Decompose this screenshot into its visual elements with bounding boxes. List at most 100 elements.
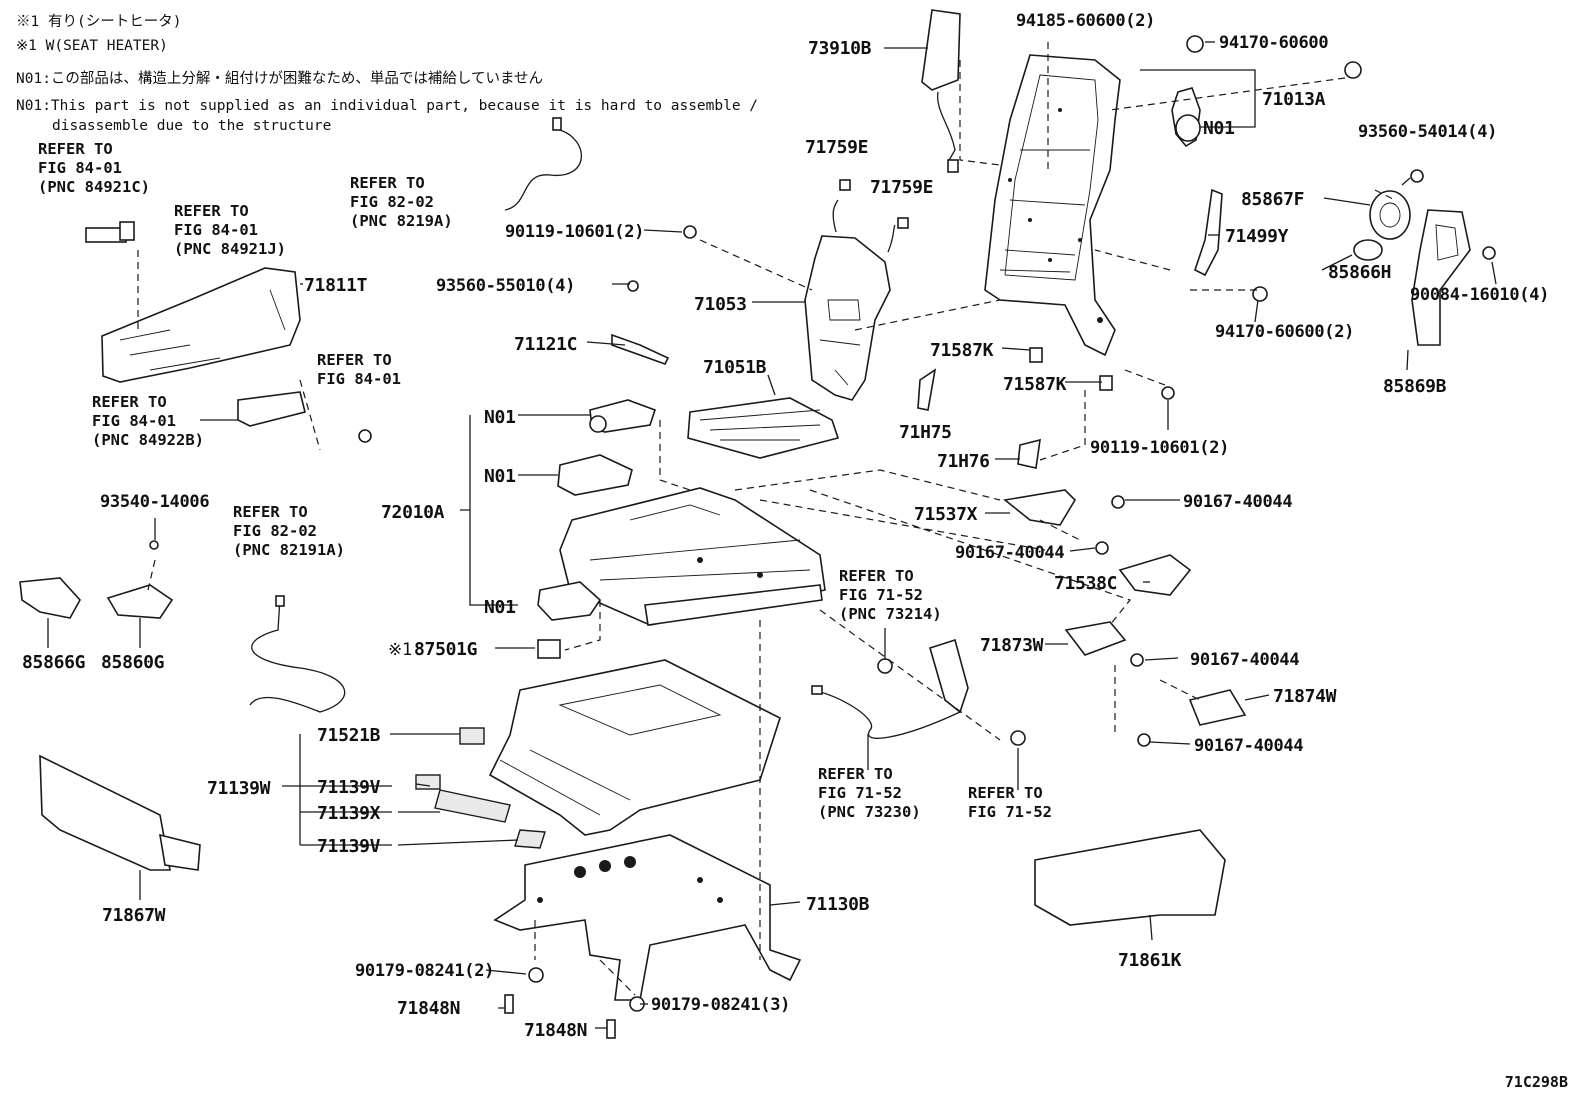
part-label-72010a[interactable]: 72010A (381, 502, 445, 523)
part-label-87501g[interactable]: 87501G (414, 639, 478, 660)
part-label-71121c[interactable]: 71121C (514, 334, 578, 355)
part-label-71538c[interactable]: 71538C (1054, 573, 1118, 594)
note-n01-en-line1: N01:This part is not supplied as an indi… (16, 98, 759, 114)
part-label-85866g[interactable]: 85866G (22, 652, 86, 673)
seat-heater-mark: ※1 (388, 640, 412, 660)
ref-pnc-73230[interactable]: REFER TO FIG 71-52 (PNC 73230) (818, 765, 921, 822)
ref-line: (PNC 84921C) (38, 178, 150, 196)
part-label-71537x[interactable]: 71537X (914, 504, 978, 525)
part-label-71051b[interactable]: 71051B (703, 357, 767, 378)
part-label-90167-40044-c[interactable]: 90167-40044 (1190, 650, 1300, 670)
side-panel-drawing (39, 754, 201, 871)
ref-line: FIG 71-52 (839, 586, 923, 604)
part-label-71013a[interactable]: 71013A (1262, 89, 1326, 110)
part-label-93560-55010[interactable]: 93560-55010(4) (436, 276, 576, 296)
ref-pnc-84922b[interactable]: REFER TO FIG 84-01 (PNC 84922B) (92, 393, 204, 450)
part-label-90119-10601-side[interactable]: 90119-10601(2) (1090, 438, 1230, 458)
sensor-harness-drawing (504, 117, 583, 211)
ref-pnc-73214[interactable]: REFER TO FIG 71-52 (PNC 73214) (839, 567, 942, 624)
part-label-n01-motor-1[interactable]: N01 (484, 407, 516, 428)
part-label-71053[interactable]: 71053 (694, 294, 747, 315)
part-label-71139w[interactable]: 71139W (207, 778, 271, 799)
part-label-n01-motor-3[interactable]: N01 (484, 597, 516, 618)
part-label-94170-60600-2[interactable]: 94170-60600(2) (1215, 322, 1355, 342)
seat-cushion-pan-drawing (415, 659, 781, 849)
part-label-71h75[interactable]: 71H75 (899, 422, 952, 443)
part-label-73910b[interactable]: 73910B (808, 38, 872, 59)
part-label-71139x[interactable]: 71139X (317, 803, 381, 824)
part-label-90179-08241-2[interactable]: 90179-08241(2) (355, 961, 495, 981)
note-heater-jp: ※1 有り(シートヒータ) (16, 14, 182, 30)
part-label-85869b[interactable]: 85869B (1383, 376, 1447, 397)
part-label-90119-10601-top[interactable]: 90119-10601(2) (505, 222, 645, 242)
ref-line: REFER TO (839, 567, 914, 585)
ref-line: FIG 84-01 (92, 412, 176, 430)
ref-fig-84-01[interactable]: REFER TO FIG 84-01 (317, 351, 401, 389)
part-label-71867w[interactable]: 71867W (102, 905, 166, 926)
part-label-85860g[interactable]: 85860G (101, 652, 165, 673)
ref-line: REFER TO (174, 202, 249, 220)
part-label-71139v-lower[interactable]: 71139V (317, 836, 381, 857)
part-label-85866h[interactable]: 85866H (1328, 262, 1392, 283)
note-n01-en-line2: disassemble due to the structure (52, 118, 332, 134)
part-label-90167-40044-a[interactable]: 90167-40044 (1183, 492, 1293, 512)
ref-line: FIG 71-52 (968, 803, 1052, 821)
ref-line: (PNC 73214) (839, 605, 942, 623)
ref-line: REFER TO (92, 393, 167, 411)
part-label-93560-54014[interactable]: 93560-54014(4) (1358, 122, 1498, 142)
part-label-71811t[interactable]: 71811T (304, 275, 368, 296)
part-label-71873w[interactable]: 71873W (980, 635, 1044, 656)
ref-pnc-84921j[interactable]: REFER TO FIG 84-01 (PNC 84921J) (174, 202, 286, 259)
ref-line: REFER TO (38, 140, 113, 158)
part-label-71587k-upper[interactable]: 71587K (930, 340, 994, 361)
part-label-94185-60600[interactable]: 94185-60600(2) (1016, 11, 1156, 31)
ref-line: FIG 84-01 (174, 221, 258, 239)
part-label-90084-16010[interactable]: 90084-16010(4) (1410, 285, 1550, 305)
ref-line: FIG 82-02 (350, 193, 434, 211)
part-label-71h76[interactable]: 71H76 (937, 451, 990, 472)
recliner-motor-drawing (1171, 87, 1201, 148)
ref-pnc-8219a[interactable]: REFER TO FIG 82-02 (PNC 8219A) (350, 174, 453, 231)
part-label-71587k-lower[interactable]: 71587K (1003, 374, 1067, 395)
ref-line: FIG 82-02 (233, 522, 317, 540)
part-label-90179-08241-3[interactable]: 90179-08241(3) (651, 995, 791, 1015)
part-label-90167-40044-d[interactable]: 90167-40044 (1194, 736, 1304, 756)
part-label-71499y[interactable]: 71499Y (1225, 226, 1289, 247)
part-label-n01-recliner[interactable]: N01 (1203, 118, 1235, 139)
part-label-71759e-left[interactable]: 71759E (805, 137, 869, 158)
ref-line: FIG 84-01 (38, 159, 122, 177)
part-label-71139v-upper[interactable]: 71139V (317, 777, 381, 798)
leader-lines (47, 41, 1497, 1029)
part-label-85867f[interactable]: 85867F (1241, 189, 1305, 210)
side-brackets-drawing (917, 347, 1247, 726)
part-label-71130b[interactable]: 71130B (806, 894, 870, 915)
wire-harness-drawing (249, 595, 346, 713)
part-label-71759e-right[interactable]: 71759E (870, 177, 934, 198)
part-label-90167-40044-b[interactable]: 90167-40044 (955, 543, 1065, 563)
ref-line: REFER TO (818, 765, 893, 783)
part-label-94170-60600[interactable]: 94170-60600 (1219, 33, 1329, 53)
part-label-71848n-right[interactable]: 71848N (524, 1020, 588, 1041)
ref-fig-71-52[interactable]: REFER TO FIG 71-52 (968, 784, 1052, 822)
part-label-71521b[interactable]: 71521B (317, 725, 381, 746)
ref-pnc-82191a[interactable]: REFER TO FIG 82-02 (PNC 82191A) (233, 503, 345, 560)
note-n01-jp: N01:この部品は、構造上分解・組付けが困難なため、単品では補給していません (16, 71, 544, 87)
seat-adjuster-drawing (537, 333, 840, 659)
part-label-71874w[interactable]: 71874W (1273, 686, 1337, 707)
part-label-71848n-left[interactable]: 71848N (397, 998, 461, 1019)
part-label-n01-motor-2[interactable]: N01 (484, 466, 516, 487)
ref-line: (PNC 84922B) (92, 431, 204, 449)
seat-base-frame-drawing (493, 834, 802, 1001)
side-cover-drawing (1034, 829, 1226, 926)
ref-line: (PNC 73230) (818, 803, 921, 821)
part-label-93540-14006[interactable]: 93540-14006 (100, 492, 210, 512)
part-label-71861k[interactable]: 71861K (1118, 950, 1182, 971)
ref-line: FIG 71-52 (818, 784, 902, 802)
ref-line: (PNC 82191A) (233, 541, 345, 559)
ref-pnc-84921c[interactable]: REFER TO FIG 84-01 (PNC 84921C) (38, 140, 150, 197)
ref-line: FIG 84-01 (317, 370, 401, 388)
ref-line: (PNC 84921J) (174, 240, 286, 258)
ref-line: REFER TO (233, 503, 308, 521)
